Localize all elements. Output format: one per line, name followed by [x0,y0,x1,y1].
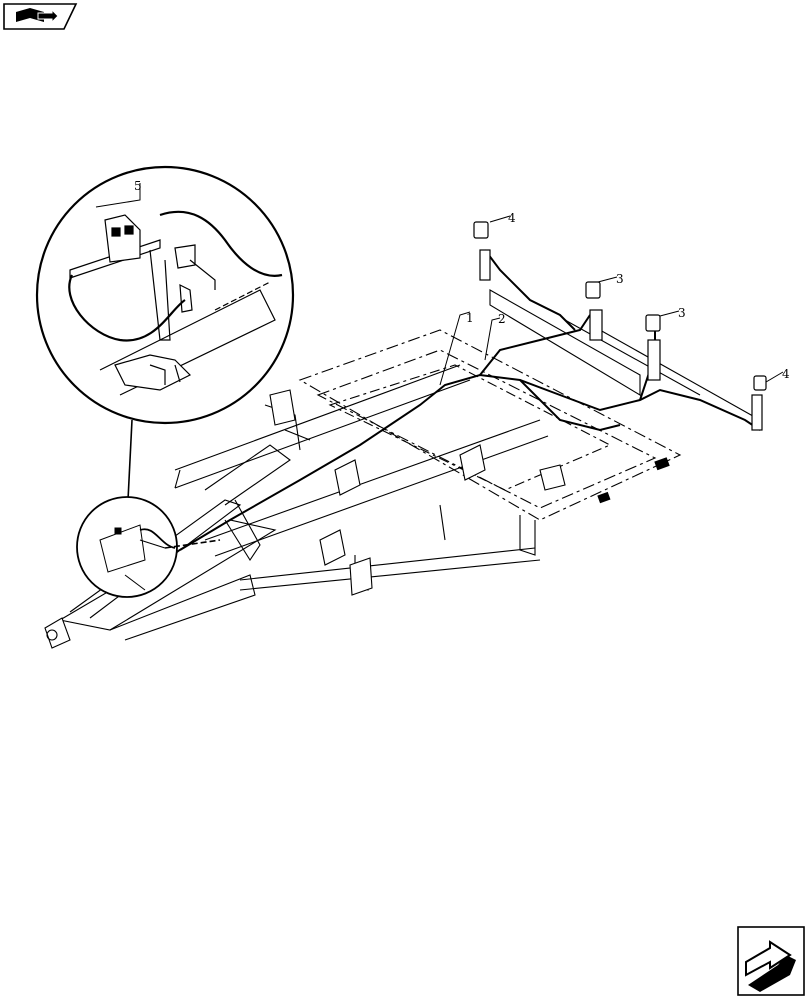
callout-leader-3a [597,276,618,283]
callout-label-5: 5 [134,179,142,193]
detail-circle-small [76,496,221,598]
callout-leader-4a [489,215,511,223]
callout-label-3a: 3 [616,272,624,286]
callout-label-4a: 4 [508,211,516,225]
frame-assembly [44,289,761,649]
callout-leader-4b [765,371,784,383]
previous-page-button[interactable] [3,3,78,30]
callout-leader-1 [439,311,471,386]
lamp-brackets [473,221,767,431]
callout-label-2: 2 [498,312,506,326]
callout-leader-5 [95,183,141,208]
detail-circle-large [35,165,295,425]
callout-label-3b: 3 [678,306,686,320]
bent-arrow-icon [745,940,796,992]
callout-leader-2 [484,317,501,361]
next-page-button[interactable] [737,926,805,996]
detail-leader-line [127,419,133,501]
callout-label-1: 1 [466,311,474,325]
book-arrow-icon [16,8,59,24]
callout-label-4b: 4 [782,367,790,381]
callouts [95,183,784,386]
callout-leader-3b [659,310,680,317]
